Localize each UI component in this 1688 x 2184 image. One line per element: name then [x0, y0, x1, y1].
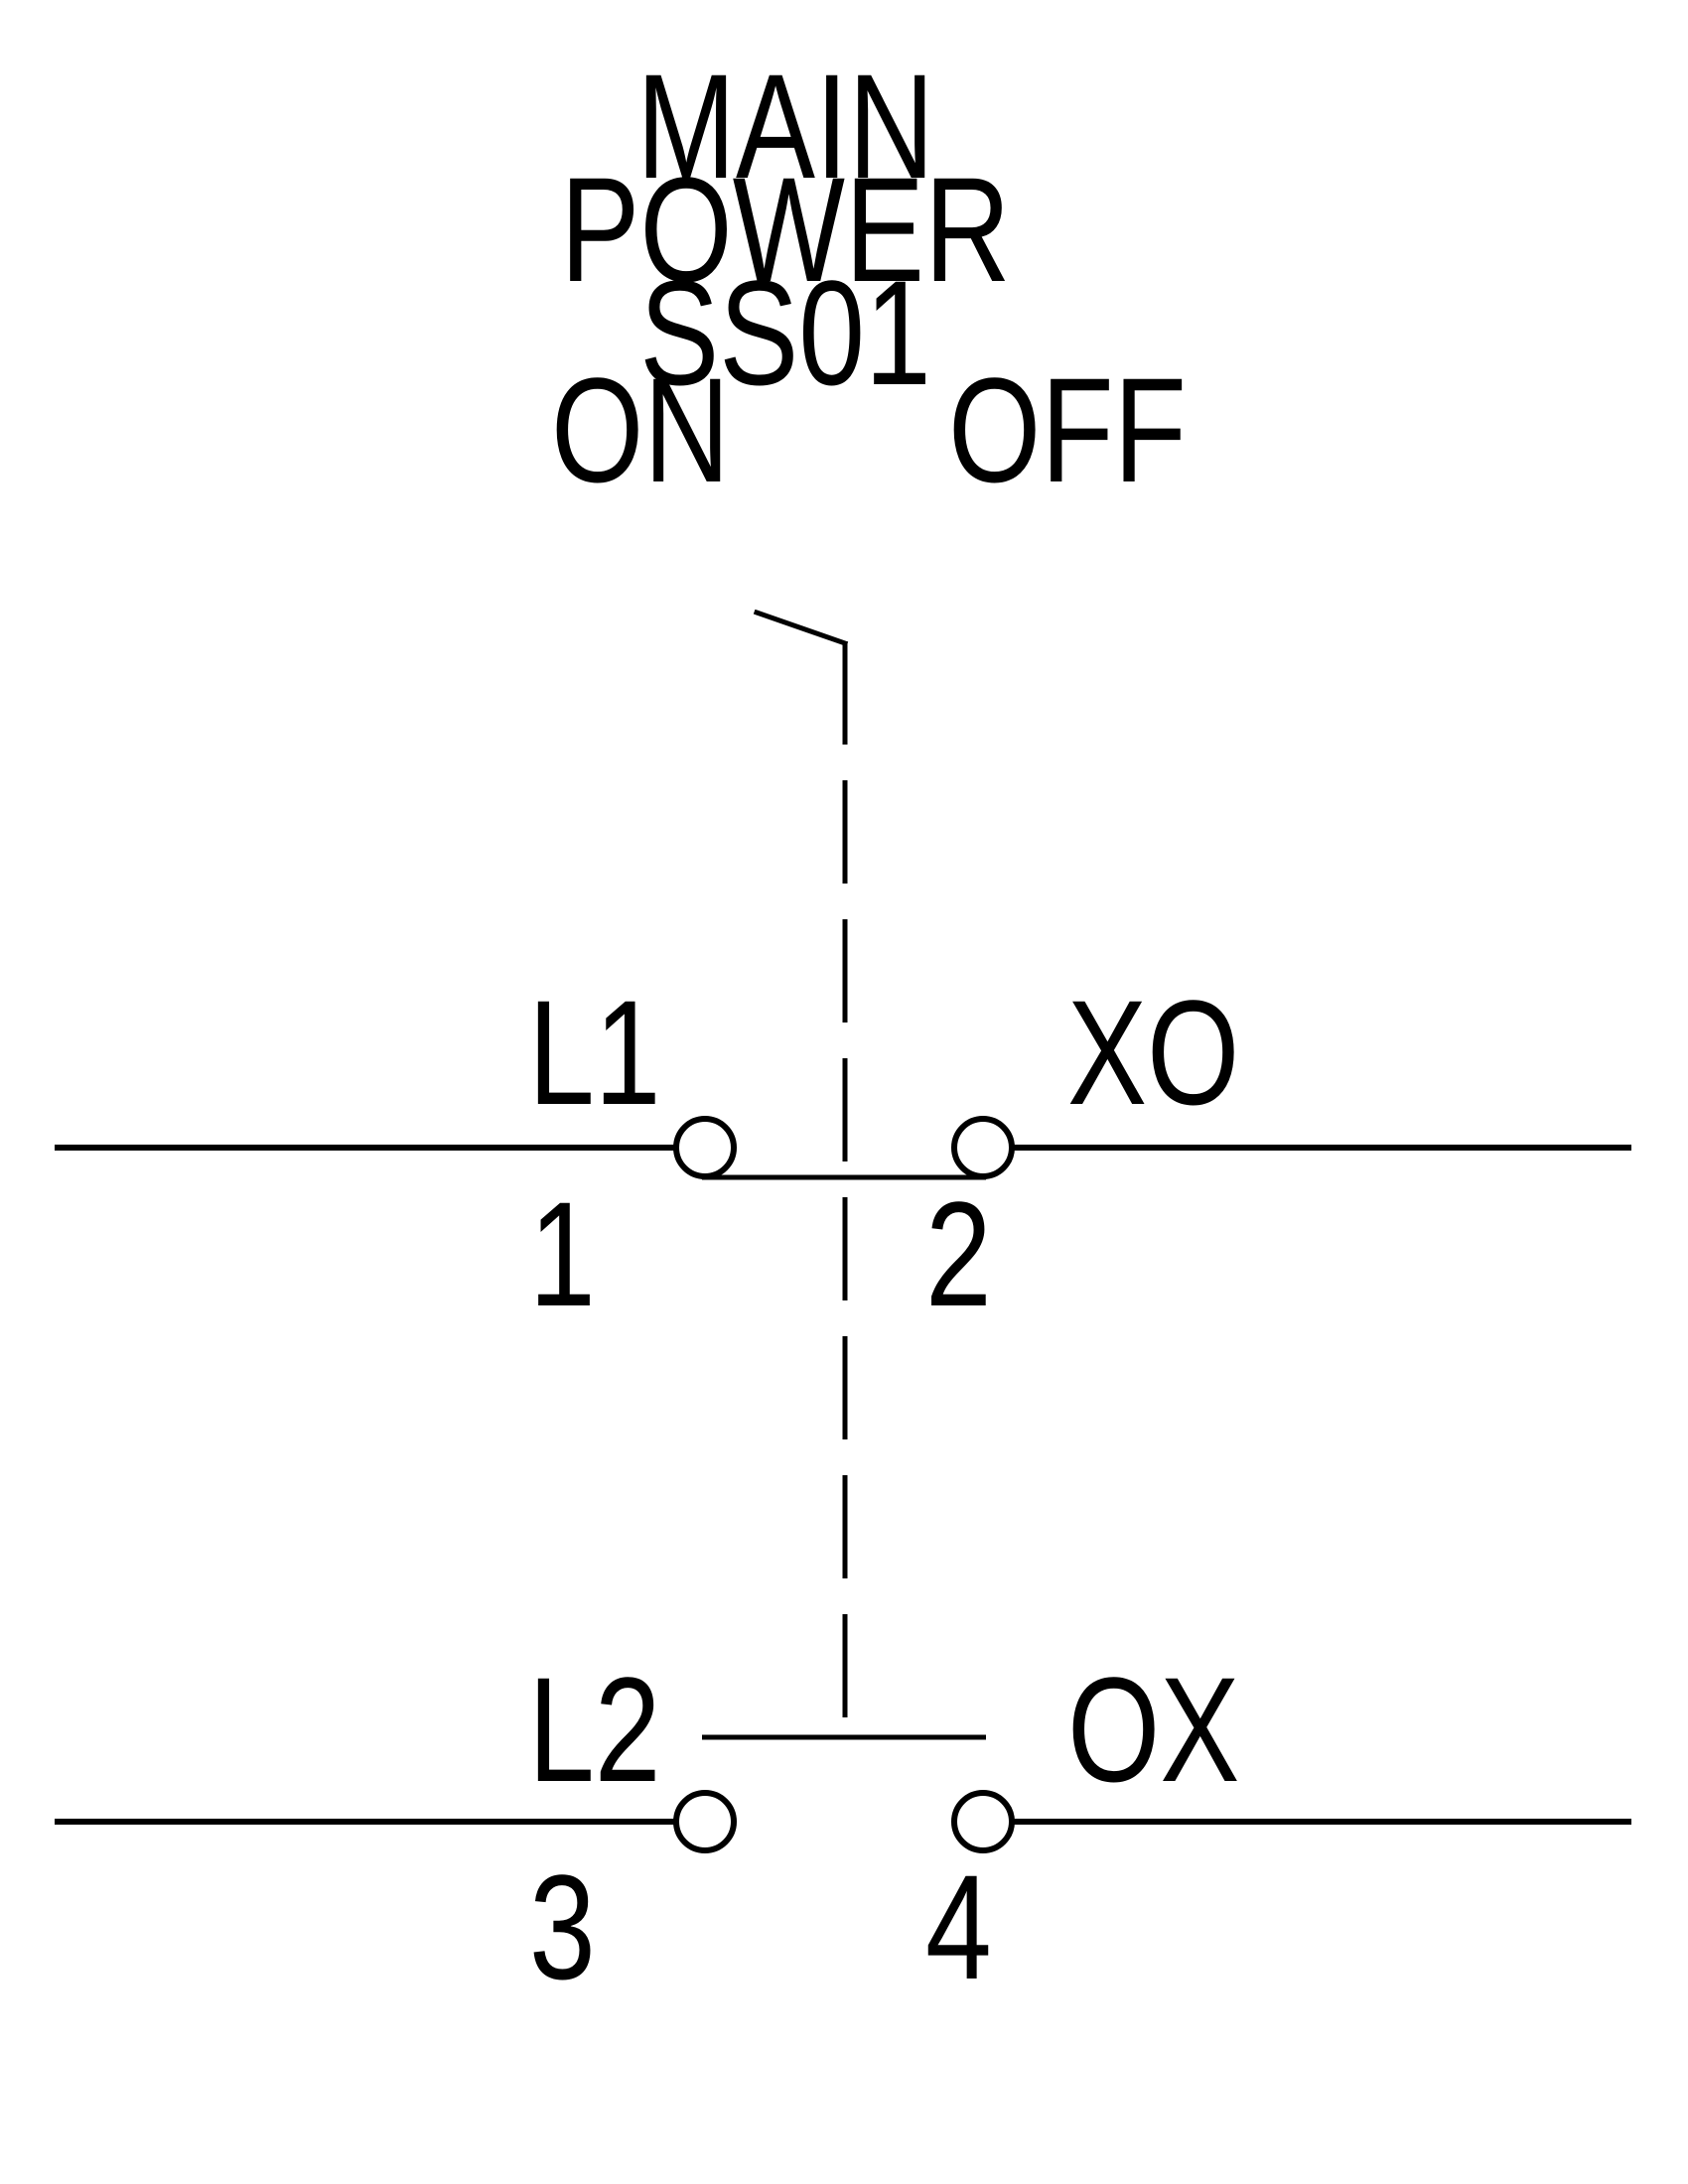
terminal-number-2: 2	[925, 1170, 992, 1337]
terminal-circle-1	[673, 1116, 737, 1179]
device-title-line-2: POWER	[560, 146, 1011, 313]
device-title-line-3-tag: SS01	[639, 249, 931, 416]
terminal-label-L1: L1	[528, 969, 661, 1136]
actuator-arm-diagonal	[753, 609, 849, 647]
terminal-number-4: 4	[925, 1843, 992, 2010]
contact-block-1	[55, 1116, 1631, 1180]
contact-block-2	[55, 1734, 1631, 1853]
terminal-circle-3	[673, 1790, 737, 1853]
switch-position-label-off: OFF	[948, 346, 1187, 513]
terminal-circle-4	[951, 1790, 1015, 1853]
switch-position-label-on: ON	[551, 346, 730, 513]
actuator-arm-group	[753, 609, 849, 647]
terminal-label-L2: L2	[528, 1646, 661, 1813]
terminal-label-OX: OX	[1067, 1646, 1240, 1813]
terminal-label-XO: XO	[1067, 969, 1240, 1136]
terminal-number-3: 3	[529, 1843, 596, 2010]
terminal-number-1: 1	[529, 1170, 596, 1337]
device-title-line-1: MAIN	[636, 43, 934, 209]
terminal-circle-2	[951, 1116, 1015, 1179]
